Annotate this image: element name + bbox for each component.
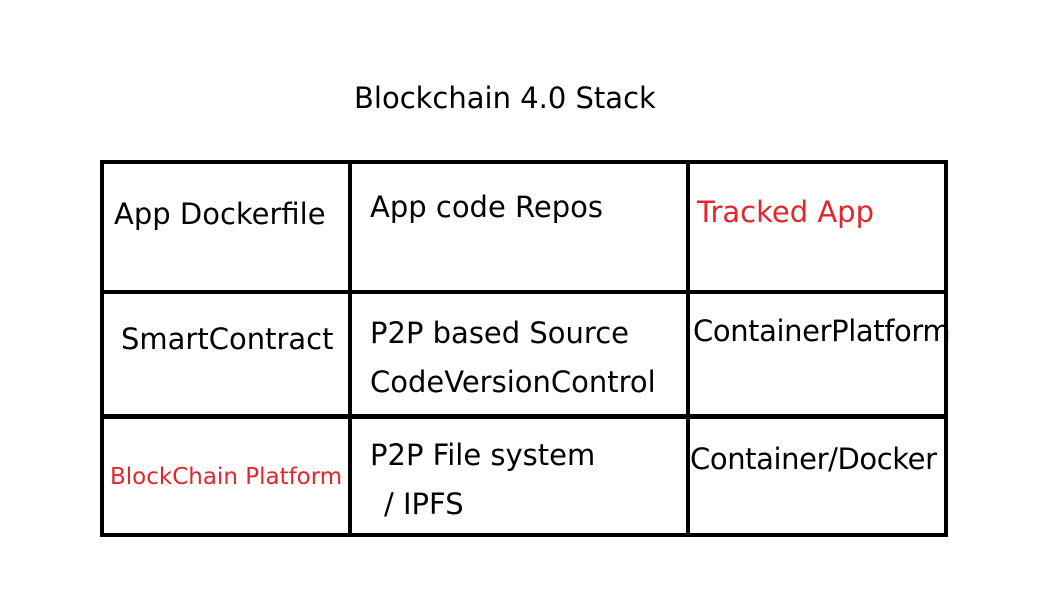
table-border-right bbox=[944, 160, 948, 537]
table-border-top bbox=[100, 160, 948, 164]
table-border-row1 bbox=[100, 290, 948, 294]
table-border-col1 bbox=[348, 160, 352, 537]
table-border-left bbox=[100, 160, 104, 537]
diagram-title: Blockchain 4.0 Stack bbox=[354, 81, 656, 115]
cell-app-code-repos: App code Repos bbox=[370, 190, 603, 224]
cell-app-dockerfile: App Dockerfile bbox=[114, 197, 326, 231]
cell-tracked-app: Tracked App bbox=[697, 195, 874, 229]
cell-container-docker: Container/Docker bbox=[690, 442, 937, 476]
cell-p2p-file-system-line1: P2P File system bbox=[370, 438, 596, 472]
cell-smart-contract: SmartContract bbox=[121, 322, 334, 356]
cell-blockchain-platform: BlockChain Platform bbox=[110, 464, 343, 490]
table-border-row2 bbox=[100, 414, 948, 419]
cell-p2p-file-system-line2: / IPFS bbox=[384, 487, 464, 521]
table-border-col2 bbox=[686, 160, 690, 537]
cell-p2p-source-line2: CodeVersionControl bbox=[370, 365, 656, 399]
cell-container-platform: ContainerPlatform bbox=[693, 314, 951, 348]
table-border-bottom bbox=[100, 533, 948, 537]
cell-p2p-source-line1: P2P based Source bbox=[370, 316, 630, 350]
